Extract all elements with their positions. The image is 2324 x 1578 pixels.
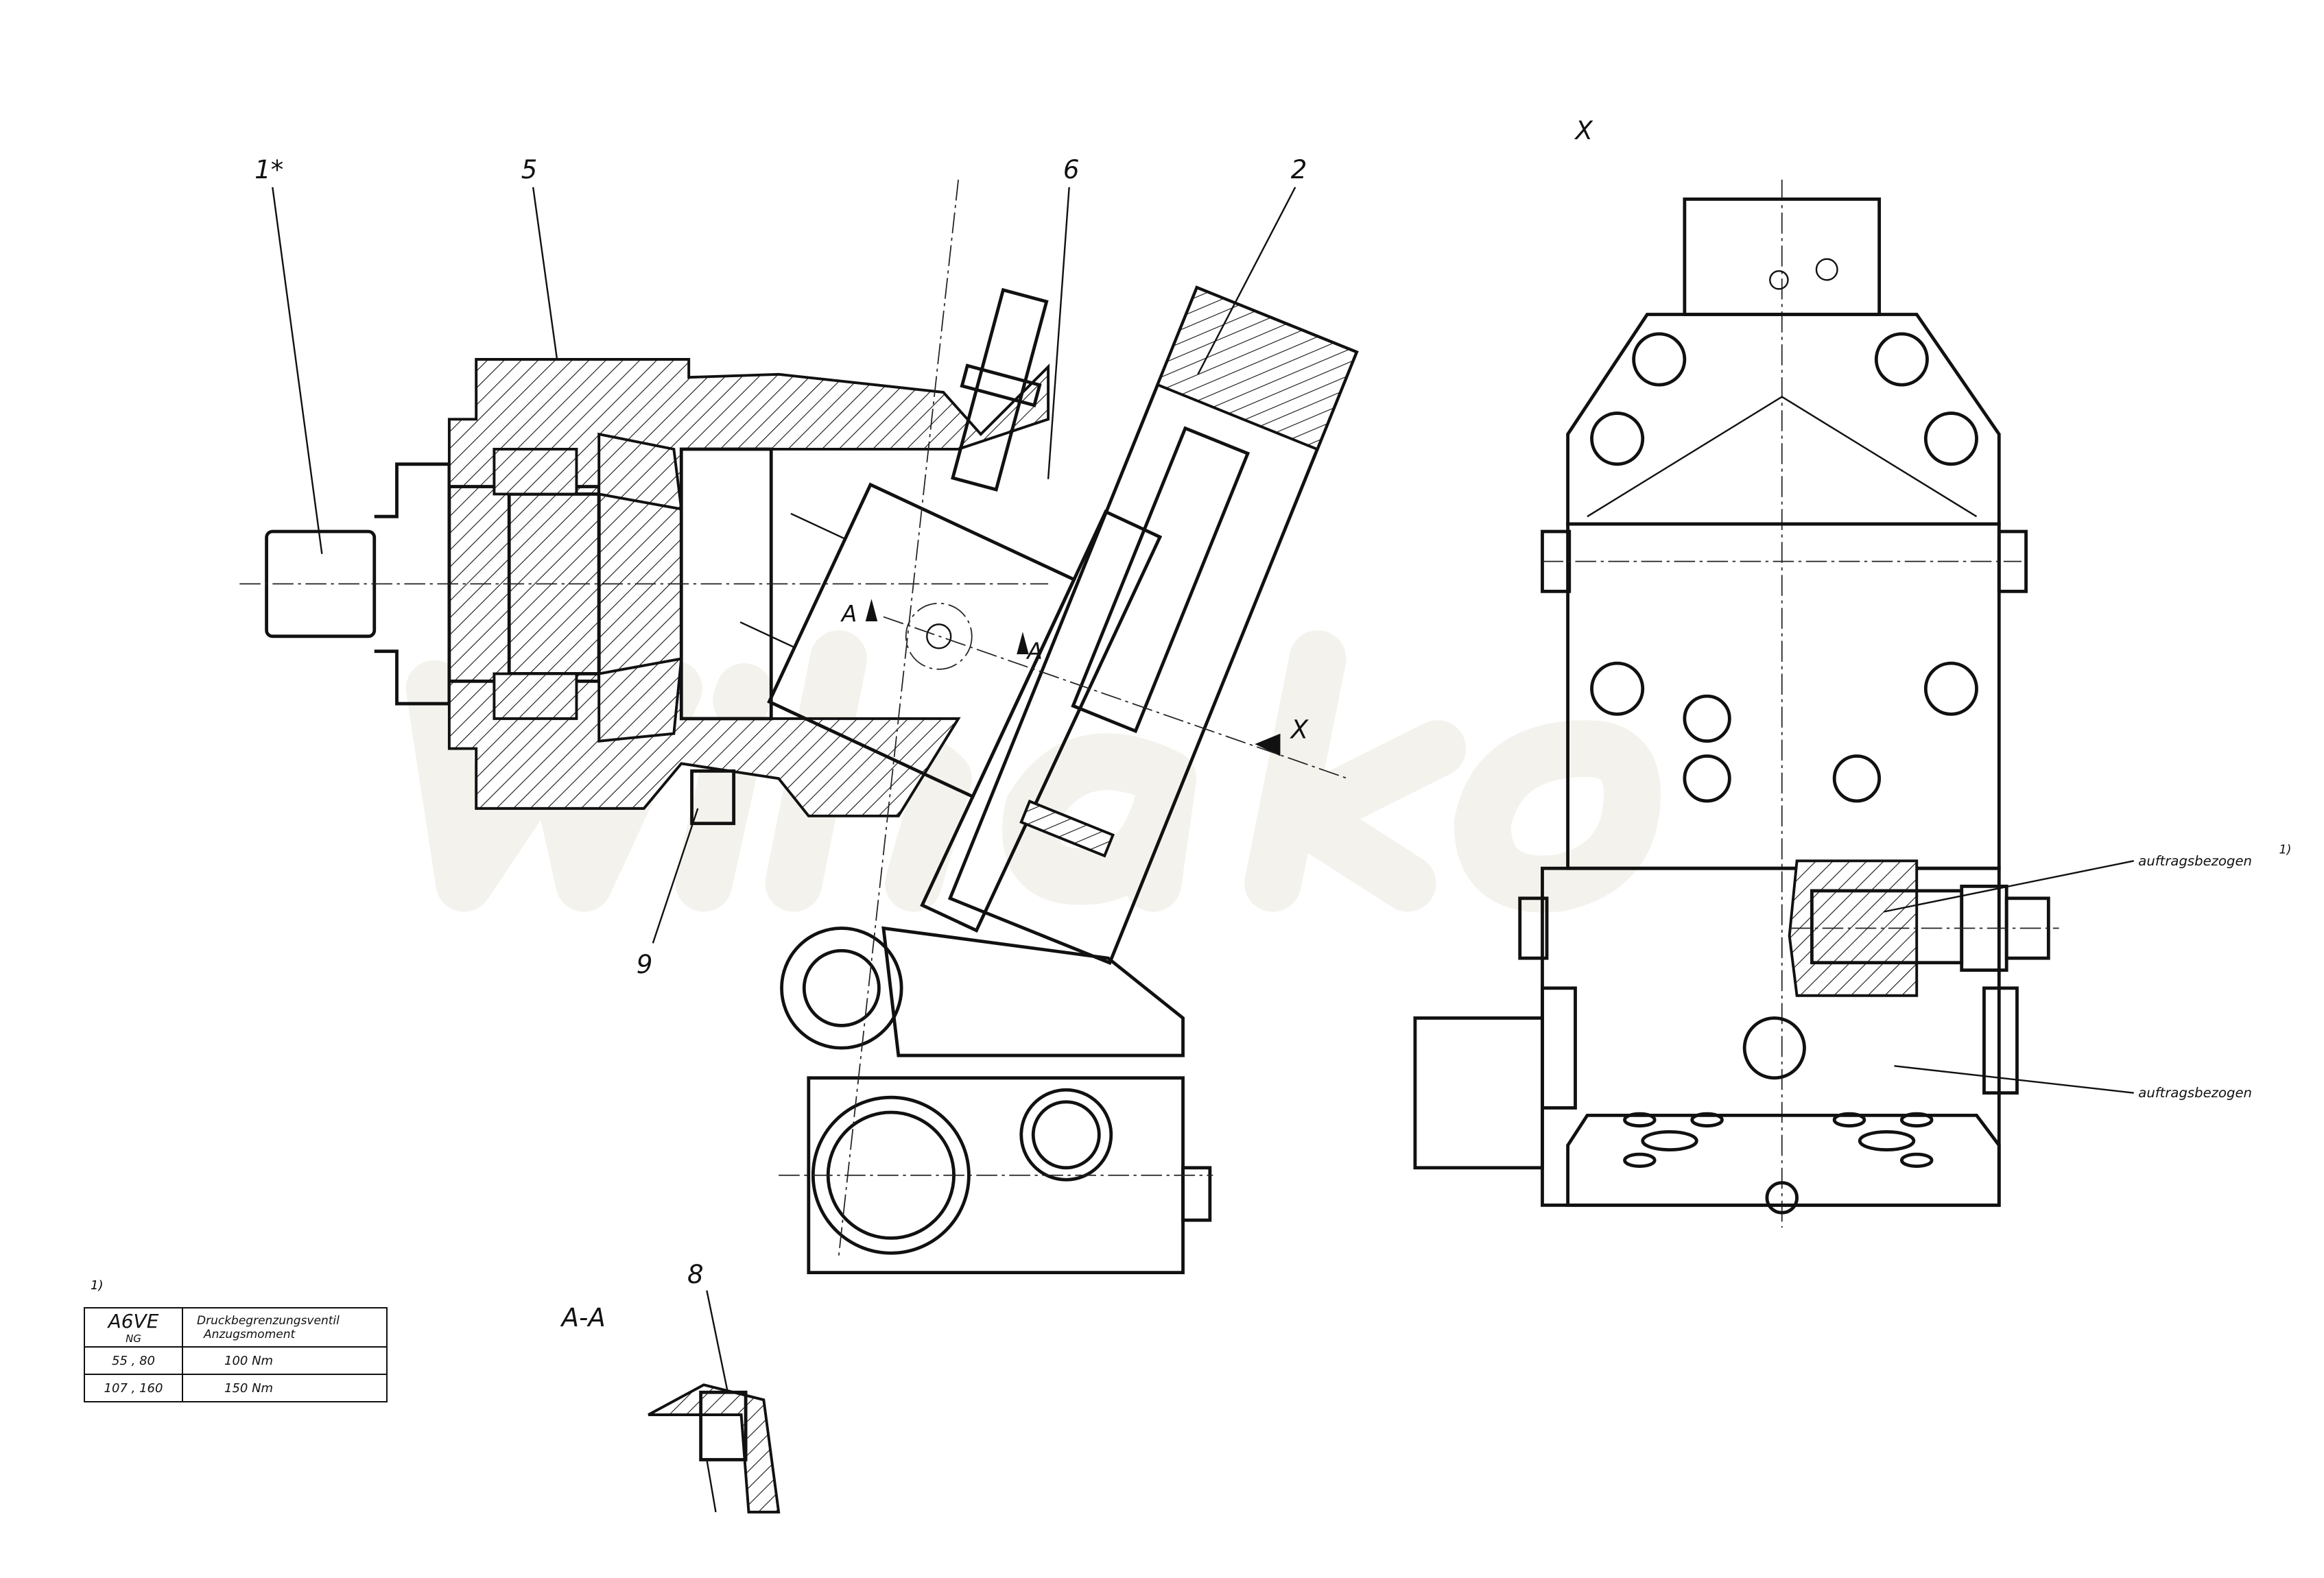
header-desc-line1: Druckbegrenzungsventil <box>197 1313 340 1328</box>
torque-table: A6VE NG Druckbegrenzungsventil Anzugsmom… <box>84 1307 388 1402</box>
view-x <box>1413 180 2134 1228</box>
callout-auftragsbezogen-1: auftragsbezogen <box>2138 853 2252 869</box>
bearing-lower <box>493 672 578 720</box>
bolt-heads <box>1590 332 1978 803</box>
item-label-8: 8 <box>687 1260 704 1289</box>
bolt-9 <box>690 769 736 826</box>
section-a-a-title: A-A <box>560 1303 606 1332</box>
torque-cell: 100 Nm <box>182 1346 388 1375</box>
header-model: A6VE <box>108 1310 159 1332</box>
view-x-arrow-label: X <box>1290 715 1309 744</box>
table-row: 55 , 80 100 Nm <box>84 1346 388 1375</box>
valve-block <box>1541 866 2001 1207</box>
section-a-label-right: A <box>1026 638 1043 665</box>
header-desc-line2: Anzugsmoment <box>204 1327 296 1341</box>
housing-front <box>447 358 1050 817</box>
port-holes <box>1623 1112 1934 1215</box>
bolt-6 <box>951 287 1049 492</box>
port-block <box>881 926 1185 1057</box>
section-a-label-left: A <box>840 601 857 627</box>
header-desc-cell: Druckbegrenzungsventil Anzugsmoment <box>182 1307 388 1348</box>
bearing-upper <box>493 447 578 496</box>
header-ng: NG <box>126 1332 141 1345</box>
item-label-5: 5 <box>521 155 538 184</box>
section-a-a-detail <box>648 1290 781 1514</box>
view-x-title: X <box>1574 116 1594 145</box>
ng-cell: 107 , 160 <box>84 1374 183 1402</box>
item-label-1: 1* <box>254 155 283 184</box>
callout-footnote-marker: 1) <box>2279 843 2292 857</box>
item-label-6: 6 <box>1063 155 1080 184</box>
ng-cell: 55 , 80 <box>84 1346 183 1375</box>
item-label-2: 2 <box>1291 155 1307 184</box>
torque-cell: 150 Nm <box>182 1374 388 1402</box>
callout-auftragsbezogen-2: auftragsbezogen <box>2138 1085 2252 1101</box>
table-header-row: A6VE NG Druckbegrenzungsventil Anzugsmom… <box>84 1307 388 1348</box>
table-footnote-marker: 1) <box>91 1278 104 1293</box>
table-row: 107 , 160 150 Nm <box>84 1374 388 1402</box>
item-label-9: 9 <box>637 950 653 979</box>
motor-section-view <box>239 179 1359 1275</box>
header-model-cell: A6VE NG <box>84 1307 183 1348</box>
